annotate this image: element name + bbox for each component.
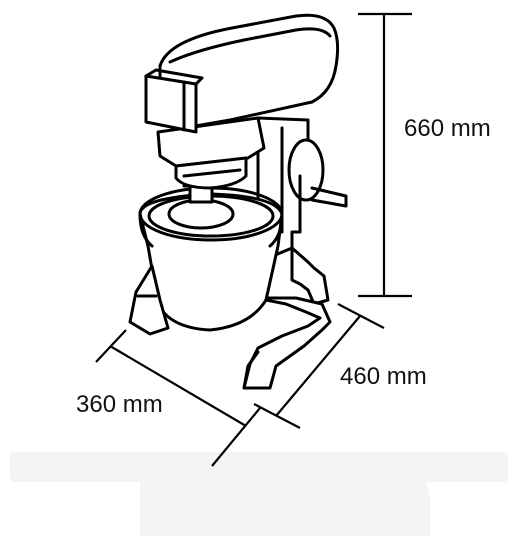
height-label: 660 mm [404, 115, 491, 142]
mixer-head [158, 13, 340, 130]
mixer-outline-icon [128, 13, 348, 390]
beater-disc [167, 198, 235, 230]
base-foot-left [128, 264, 170, 336]
base-foot-right [242, 296, 332, 390]
hand-wheel [287, 138, 325, 202]
control-panel [144, 74, 198, 134]
hand-wheel-crank [310, 186, 348, 208]
width-label: 360 mm [76, 391, 163, 418]
head-top-ridge [168, 27, 332, 64]
floor-reflection [10, 452, 508, 536]
width-dimension: 360 mm [76, 329, 261, 467]
base-leg-right [290, 246, 330, 306]
height-dimension: 660 mm [358, 12, 491, 298]
depth-label: 460 mm [340, 363, 427, 390]
depth-dimension: 460 mm [253, 303, 427, 429]
